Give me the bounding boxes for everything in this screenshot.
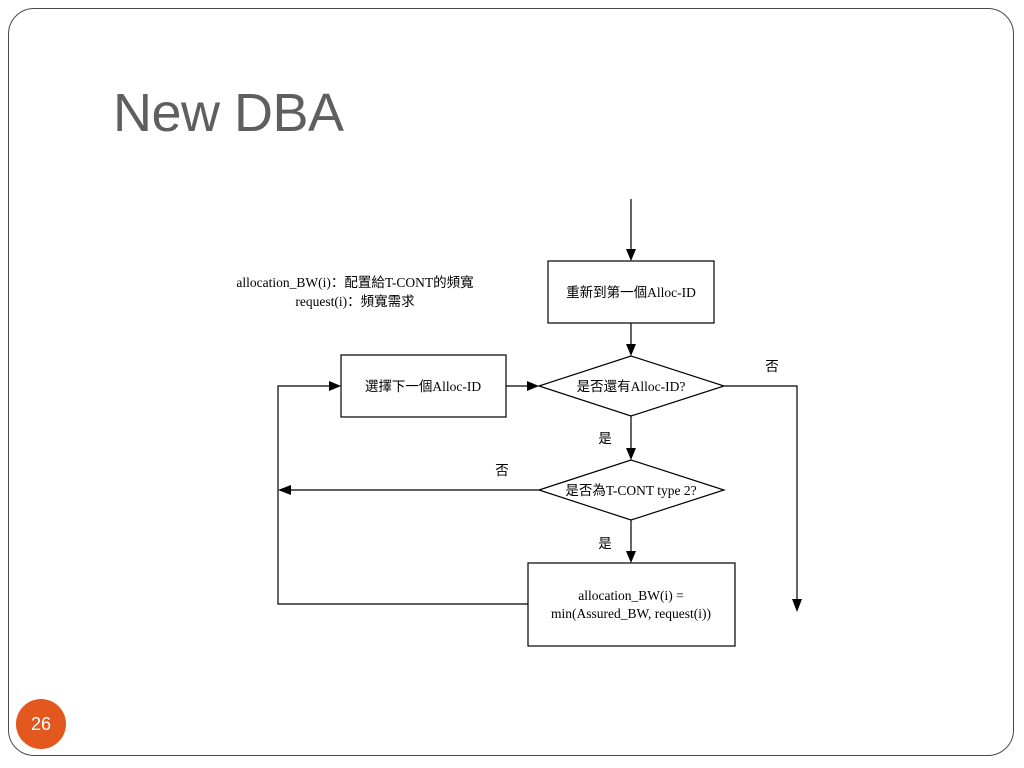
no-label-left: 否 xyxy=(495,463,509,478)
allocation-formula-box xyxy=(527,562,736,647)
slide-title: New DBA xyxy=(113,83,344,143)
no-more-alloc-id-connector xyxy=(724,385,798,600)
is-tcont-type2-decision xyxy=(537,459,726,521)
legend-request-definition: request(i)：頻寬需求 xyxy=(295,293,415,309)
reset-box-label: 重新到第一個Alloc-ID xyxy=(566,284,696,300)
not-type2-arrowhead xyxy=(278,485,291,495)
yes-to-type-check-arrowhead xyxy=(626,448,636,460)
no-label-right: 否 xyxy=(765,359,779,374)
slide-number-badge: 26 xyxy=(16,699,66,749)
yes-label-1: 是 xyxy=(598,431,612,446)
reset-to-first-alloc-id-box xyxy=(547,260,715,324)
entry-arrowhead xyxy=(626,249,636,261)
loop-back-connector xyxy=(277,385,528,605)
no-more-alloc-id-arrowhead xyxy=(792,599,802,612)
allocation-formula-line2: min(Assured_BW, request(i)) xyxy=(551,606,711,621)
select-to-decision-arrowhead xyxy=(527,381,539,391)
reset-to-decision-arrowhead xyxy=(626,344,636,356)
loop-back-arrowhead xyxy=(329,381,341,391)
select-next-box-label: 選擇下一個Alloc-ID xyxy=(365,379,481,394)
yes-label-2: 是 xyxy=(598,536,612,551)
allocation-formula-line1: allocation_BW(i) = xyxy=(578,588,683,603)
legend-allocation-definition: allocation_BW(i)：配置給T-CONT的頻寬 xyxy=(236,274,473,290)
slide-frame xyxy=(8,8,1014,756)
yes-to-allocation-arrowhead xyxy=(626,551,636,563)
has-alloc-id-decision-label: 是否還有Alloc-ID? xyxy=(577,379,686,394)
is-tcont-type2-decision-label: 是否為T-CONT type 2? xyxy=(565,483,696,498)
